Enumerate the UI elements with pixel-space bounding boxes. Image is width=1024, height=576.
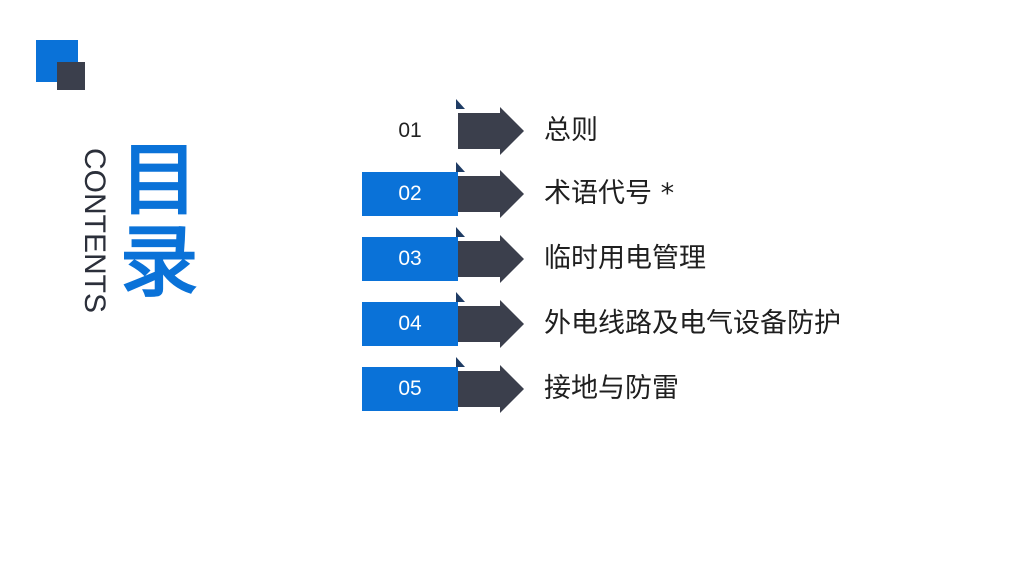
toc-label: 外电线路及电气设备防护: [544, 308, 841, 339]
toc-label: 总则: [544, 115, 598, 146]
toc-item-1[interactable]: 01 总则: [362, 99, 882, 155]
decor-square-dark: [57, 62, 85, 90]
toc-item-2[interactable]: 02 术语代号 *: [362, 162, 882, 218]
toc-number: 03: [362, 237, 458, 281]
toc-label: 临时用电管理: [544, 243, 706, 274]
fold-corner: [456, 292, 465, 302]
title-cn-char-2: 录: [119, 218, 198, 308]
toc-number: 05: [362, 367, 458, 411]
arrow-right-icon: [458, 235, 524, 283]
toc-label: 术语代号 *: [544, 178, 675, 209]
toc-item-4[interactable]: 04 外电线路及电气设备防护: [362, 292, 882, 348]
toc-number: 04: [362, 302, 458, 346]
contents-title-cn: 目 录: [113, 140, 205, 304]
toc-number: 02: [362, 172, 458, 216]
arrow-right-icon: [458, 107, 524, 155]
fold-corner: [456, 99, 465, 109]
title-cn-char-1: 目: [119, 136, 198, 226]
toc-number: 01: [398, 119, 422, 142]
toc-item-5[interactable]: 05 接地与防雷: [362, 357, 882, 413]
arrow-right-icon: [458, 170, 524, 218]
arrow-right-icon: [458, 300, 524, 348]
toc-label: 接地与防雷: [544, 373, 679, 404]
fold-corner: [456, 227, 465, 237]
fold-corner: [456, 162, 465, 172]
contents-title-en: CONTENTS: [78, 148, 111, 313]
arrow-right-icon: [458, 365, 524, 413]
toc-item-3[interactable]: 03 临时用电管理: [362, 227, 882, 283]
fold-corner: [456, 357, 465, 367]
